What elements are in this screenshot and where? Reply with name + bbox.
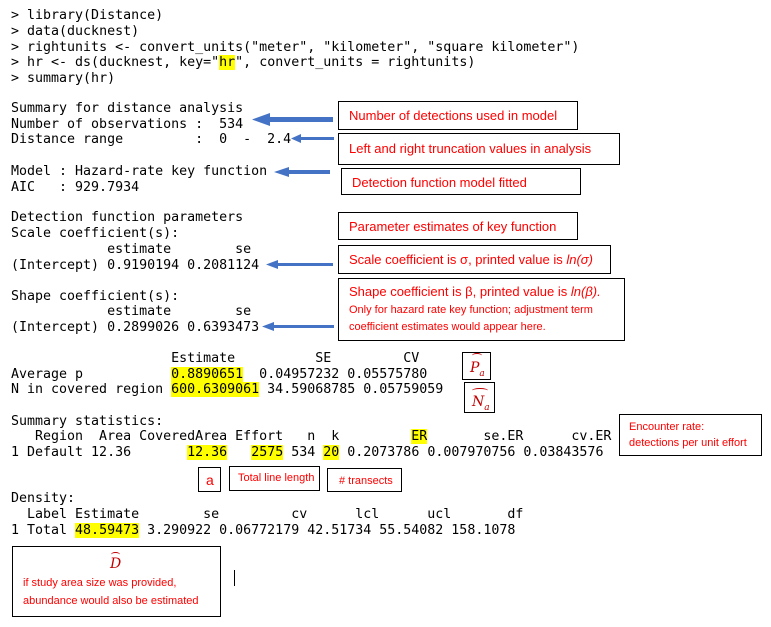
covered-area-value: 12.36 (187, 445, 228, 460)
n-observations: Number of observations : 534 (11, 117, 244, 132)
k-value: 20 (323, 445, 340, 460)
command-line: > rightunits <- convert_units("meter", "… (11, 40, 580, 55)
arrow-left-icon (252, 113, 333, 126)
n-covered-row: N in covered region 600.6309061 34.59068… (11, 382, 444, 397)
annotation-d-hat: D if study area size was provided, abund… (12, 546, 221, 617)
er-header: ER (411, 429, 428, 444)
hat-mark (111, 552, 120, 557)
command-line: > summary(hr) (11, 71, 116, 86)
annotation-truncation: Left and right truncation values in anal… (338, 133, 620, 165)
annotation-encounter-rate: Encounter rate: detections per unit effo… (619, 414, 762, 456)
p-header: Estimate SE CV (11, 351, 420, 366)
annotation-line-length: Total line length (229, 466, 320, 491)
annotation-a: a (198, 467, 221, 492)
aic-line: AIC : 929.7934 (11, 180, 140, 195)
summary-title: Summary for distance analysis (11, 101, 244, 116)
detfn-title: Detection function parameters (11, 210, 244, 225)
effort-value: 2575 (251, 445, 284, 460)
scale-header: estimate se (11, 242, 252, 257)
command-line: > library(Distance) (11, 8, 164, 23)
hat-mark (472, 353, 482, 358)
arrow-left-icon (262, 322, 334, 331)
annotation-transects: # transects (327, 468, 402, 492)
command-line: > data(ducknest) (11, 24, 140, 39)
summary-stats-row: 1 Default 12.36 12.36 2575 534 20 0.2073… (11, 445, 604, 460)
avg-p-row: Average p 0.8890651 0.04957232 0.0557578… (11, 367, 428, 382)
hat-mark (472, 388, 488, 393)
annotation-shape-note: Shape coefficient is β, printed value is… (338, 278, 625, 341)
arrow-left-icon (274, 167, 330, 177)
density-header: Label Estimate se cv lcl ucl df (11, 507, 524, 522)
avg-p-estimate: 0.8890651 (171, 367, 244, 382)
arrow-left-icon (291, 134, 334, 143)
annotation-n-hat: Na (464, 382, 495, 413)
summary-stats-header: Region Area CoveredArea Effort n k ER se… (11, 429, 612, 444)
scale-title: Scale coefficient(s): (11, 226, 180, 241)
density-row: 1 Total 48.59473 3.290922 0.06772179 42.… (11, 523, 516, 538)
distance-range: Distance range : 0 - 2.4 (11, 132, 292, 147)
command-line: > hr <- ds(ducknest, key="hr", convert_u… (11, 55, 476, 70)
model-line: Model : Hazard-rate key function (11, 164, 268, 179)
highlight-key-hr: hr (219, 55, 236, 70)
annotation-p-hat: Pa (462, 352, 491, 380)
shape-header: estimate se (11, 304, 252, 319)
arrow-left-icon (266, 260, 333, 269)
annotation-scale-note: Scale coefficient is σ, printed value is… (338, 245, 611, 274)
annotation-param-estimates: Parameter estimates of key function (338, 212, 578, 240)
summary-stats-title: Summary statistics: (11, 414, 164, 429)
n-covered-estimate: 600.6309061 (171, 382, 260, 397)
annotation-n-detections: Number of detections used in model (338, 101, 578, 130)
density-estimate: 48.59473 (75, 523, 140, 538)
annotation-model-fitted: Detection function model fitted (341, 168, 581, 195)
shape-row: (Intercept) 0.2899026 0.6393473 (11, 320, 260, 335)
density-title: Density: (11, 491, 76, 506)
text-cursor[interactable] (234, 570, 235, 586)
shape-title: Shape coefficient(s): (11, 289, 180, 304)
scale-row: (Intercept) 0.9190194 0.2081124 (11, 258, 260, 273)
